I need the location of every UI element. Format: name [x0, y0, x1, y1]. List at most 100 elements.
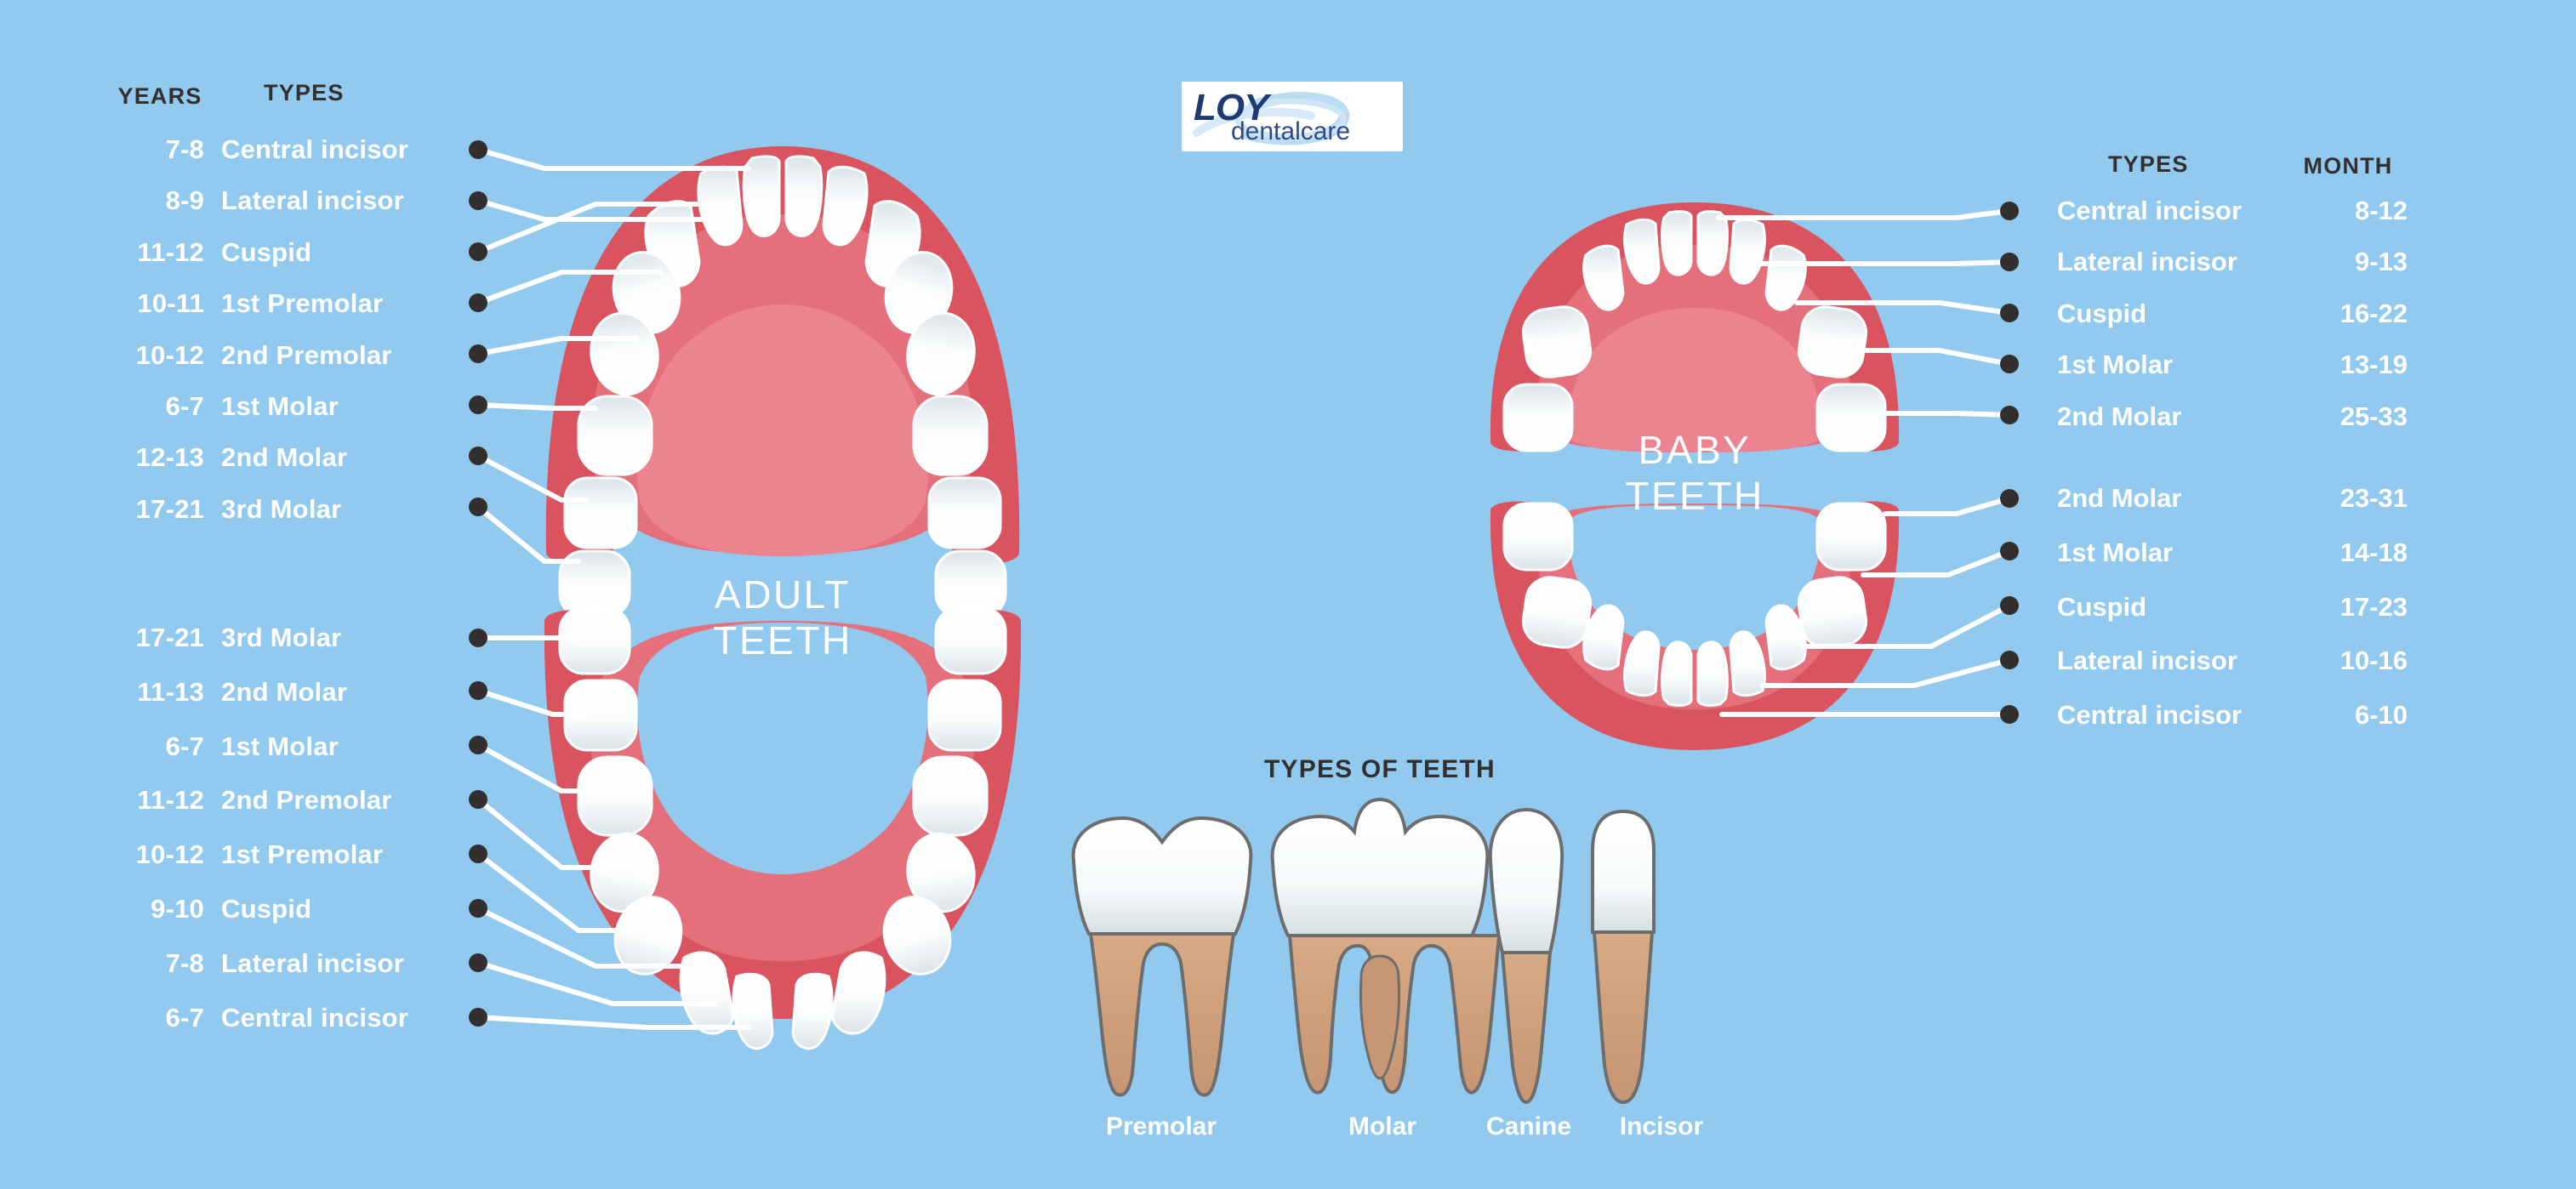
- adult.upper_rows-years-value: 8-9: [165, 185, 204, 216]
- list-item: 17-21 3rd Molar: [85, 494, 476, 528]
- leader-lines-adult-lower: [476, 635, 751, 1030]
- adult.upper_rows-type-label: 1st Molar: [221, 391, 339, 421]
- adult.upper_rows-years-value: 17-21: [135, 493, 204, 524]
- baby-upper-arch: [1490, 202, 1900, 452]
- baby-arch-label-line1: BABY: [1638, 428, 1752, 472]
- list-item: 6-7 1st Molar: [85, 391, 476, 425]
- list-item: Cuspid 17-23: [2057, 592, 2448, 626]
- leader-dots-baby-upper: [2000, 202, 2019, 424]
- list-item: 11-13 2nd Molar: [85, 677, 476, 711]
- loy-dentalcare-logo[interactable]: LOY dentalcare: [1182, 82, 1403, 151]
- adult.upper_rows-type-label: Central incisor: [221, 134, 409, 164]
- leader-dots-adult-lower: [469, 629, 487, 1027]
- logo-swirl-icon: [1193, 92, 1350, 145]
- baby.lower_rows-type-label: 1st Molar: [2057, 537, 2174, 567]
- adult.lower_rows-years-value: 7-8: [165, 947, 204, 978]
- list-item: Lateral incisor 10-16: [2057, 646, 2448, 680]
- adult.lower_rows-type-label: 3rd Molar: [221, 623, 342, 652]
- adult.lower_rows-type-label: Lateral incisor: [221, 947, 404, 978]
- adult.lower_rows-type-label: Cuspid: [221, 894, 312, 924]
- baby-arch-label-line2: TEETH: [1625, 474, 1764, 519]
- list-item: 12-13 2nd Molar: [85, 442, 476, 476]
- adult.lower_rows-type-label: 1st Molar: [221, 731, 339, 761]
- list-item: 1st Molar 13-19: [2057, 350, 2448, 384]
- logo-secondary-text: dentalcare: [1231, 117, 1351, 145]
- adult.lower_rows-years-value: 11-12: [137, 785, 204, 816]
- baby.upper_rows-type-label: 1st Molar: [2057, 350, 2174, 380]
- types-of-teeth-title: TYPES OF TEETH: [1264, 755, 1496, 783]
- adult.upper_rows-years-value: 11-12: [137, 236, 204, 267]
- adult.lower_rows-years-value: 6-7: [165, 731, 204, 761]
- baby.lower_rows-type-label: 2nd Molar: [2057, 483, 2182, 513]
- adult-years-header: YEARS: [117, 83, 202, 109]
- adult.lower_rows-years-value: 9-10: [151, 894, 204, 924]
- adult.lower_rows-type-label: Central incisor: [221, 1002, 409, 1033]
- baby-types-header: TYPES: [2108, 151, 2189, 177]
- adult.lower_rows-years-value: 17-21: [135, 623, 204, 652]
- baby.lower_rows-month-value: 10-16: [2339, 646, 2408, 676]
- tooth-diagram-molar: [1270, 797, 1502, 1095]
- adult-lower-arch: [544, 606, 1022, 1050]
- adult.lower_rows-years-value: 10-12: [135, 839, 204, 870]
- baby.upper_rows-type-label: Lateral incisor: [2057, 247, 2237, 277]
- adult.upper_rows-years-value: 12-13: [135, 442, 204, 473]
- tooth-diagram-premolar: [1071, 816, 1253, 1097]
- baby.lower_rows-type-label: Lateral incisor: [2057, 646, 2237, 676]
- adult-arch-label: ADULT TEETH: [647, 572, 919, 664]
- list-item: 9-10 Cuspid: [85, 894, 476, 928]
- adult.upper_rows-type-label: Lateral incisor: [221, 185, 404, 216]
- adult.upper_rows-years-value: 10-12: [135, 339, 204, 370]
- baby.upper_rows-type-label: 2nd Molar: [2057, 401, 2182, 431]
- leader-lines-adult-upper: [476, 147, 751, 564]
- leader-dots-baby-lower: [2000, 489, 2019, 724]
- baby.lower_rows-month-value: 14-18: [2339, 537, 2408, 567]
- adult.upper_rows-type-label: 1st Premolar: [221, 288, 384, 319]
- adult.upper_rows-years-value: 6-7: [165, 391, 204, 421]
- list-item: 10-12 1st Premolar: [85, 839, 476, 873]
- baby.lower_rows-type-label: Cuspid: [2057, 591, 2147, 622]
- adult.upper_rows-type-label: Cuspid: [221, 236, 312, 267]
- list-item: 7-8 Lateral incisor: [85, 948, 476, 982]
- baby.upper_rows-month-value: 25-33: [2339, 401, 2408, 431]
- leader-lines-baby-upper: [1716, 208, 2012, 418]
- tooth-diagram-canine: [1488, 807, 1564, 1105]
- baby.upper_rows-month-value: 9-13: [2354, 247, 2408, 277]
- tooth-type-label-molar: Molar: [1348, 1112, 1416, 1141]
- adult.upper_rows-type-label: 2nd Premolar: [221, 339, 392, 370]
- tooth-type-label-premolar: Premolar: [1105, 1112, 1217, 1141]
- adult.lower_rows-type-label: 2nd Molar: [221, 676, 348, 707]
- baby-arch-label: BABY TEETH: [1567, 427, 1822, 520]
- adult-upper-arch: [545, 146, 1020, 619]
- list-item: 11-12 Cuspid: [85, 237, 476, 271]
- adult.lower_rows-years-value: 11-13: [137, 676, 204, 707]
- adult.lower_rows-type-label: 1st Premolar: [221, 839, 384, 870]
- list-item: 1st Molar 14-18: [2057, 538, 2448, 572]
- logo-primary-text: LOY: [1194, 87, 1268, 128]
- adult.upper_rows-years-value: 7-8: [165, 134, 204, 164]
- list-item: 6-7 Central incisor: [85, 1003, 476, 1037]
- baby.lower_rows-month-value: 17-23: [2339, 591, 2408, 622]
- adult.upper_rows-type-label: 2nd Molar: [221, 442, 348, 473]
- tooth-diagram-incisor: [1591, 809, 1656, 1105]
- baby.lower_rows-month-value: 6-10: [2354, 700, 2408, 731]
- baby-month-header: MONTH: [2303, 153, 2393, 179]
- adult-arch-label-line1: ADULT: [715, 572, 851, 617]
- adult.upper_rows-years-value: 10-11: [137, 288, 204, 319]
- list-item: 10-12 2nd Premolar: [85, 340, 476, 374]
- adult-arch-label-line2: TEETH: [713, 618, 852, 663]
- adult.lower_rows-type-label: 2nd Premolar: [221, 785, 392, 816]
- list-item: Lateral incisor 9-13: [2057, 247, 2448, 281]
- adult.upper_rows-type-label: 3rd Molar: [221, 493, 342, 524]
- baby.upper_rows-month-value: 8-12: [2354, 196, 2408, 225]
- baby.upper_rows-month-value: 16-22: [2339, 298, 2408, 328]
- adult.lower_rows-years-value: 6-7: [165, 1002, 204, 1033]
- tooth-type-label-canine: Canine: [1485, 1112, 1572, 1141]
- leader-dots-adult-upper: [469, 140, 487, 516]
- baby.upper_rows-month-value: 13-19: [2339, 350, 2408, 380]
- tooth-type-label-incisor: Incisor: [1619, 1112, 1704, 1141]
- adult-types-header: TYPES: [264, 80, 345, 105]
